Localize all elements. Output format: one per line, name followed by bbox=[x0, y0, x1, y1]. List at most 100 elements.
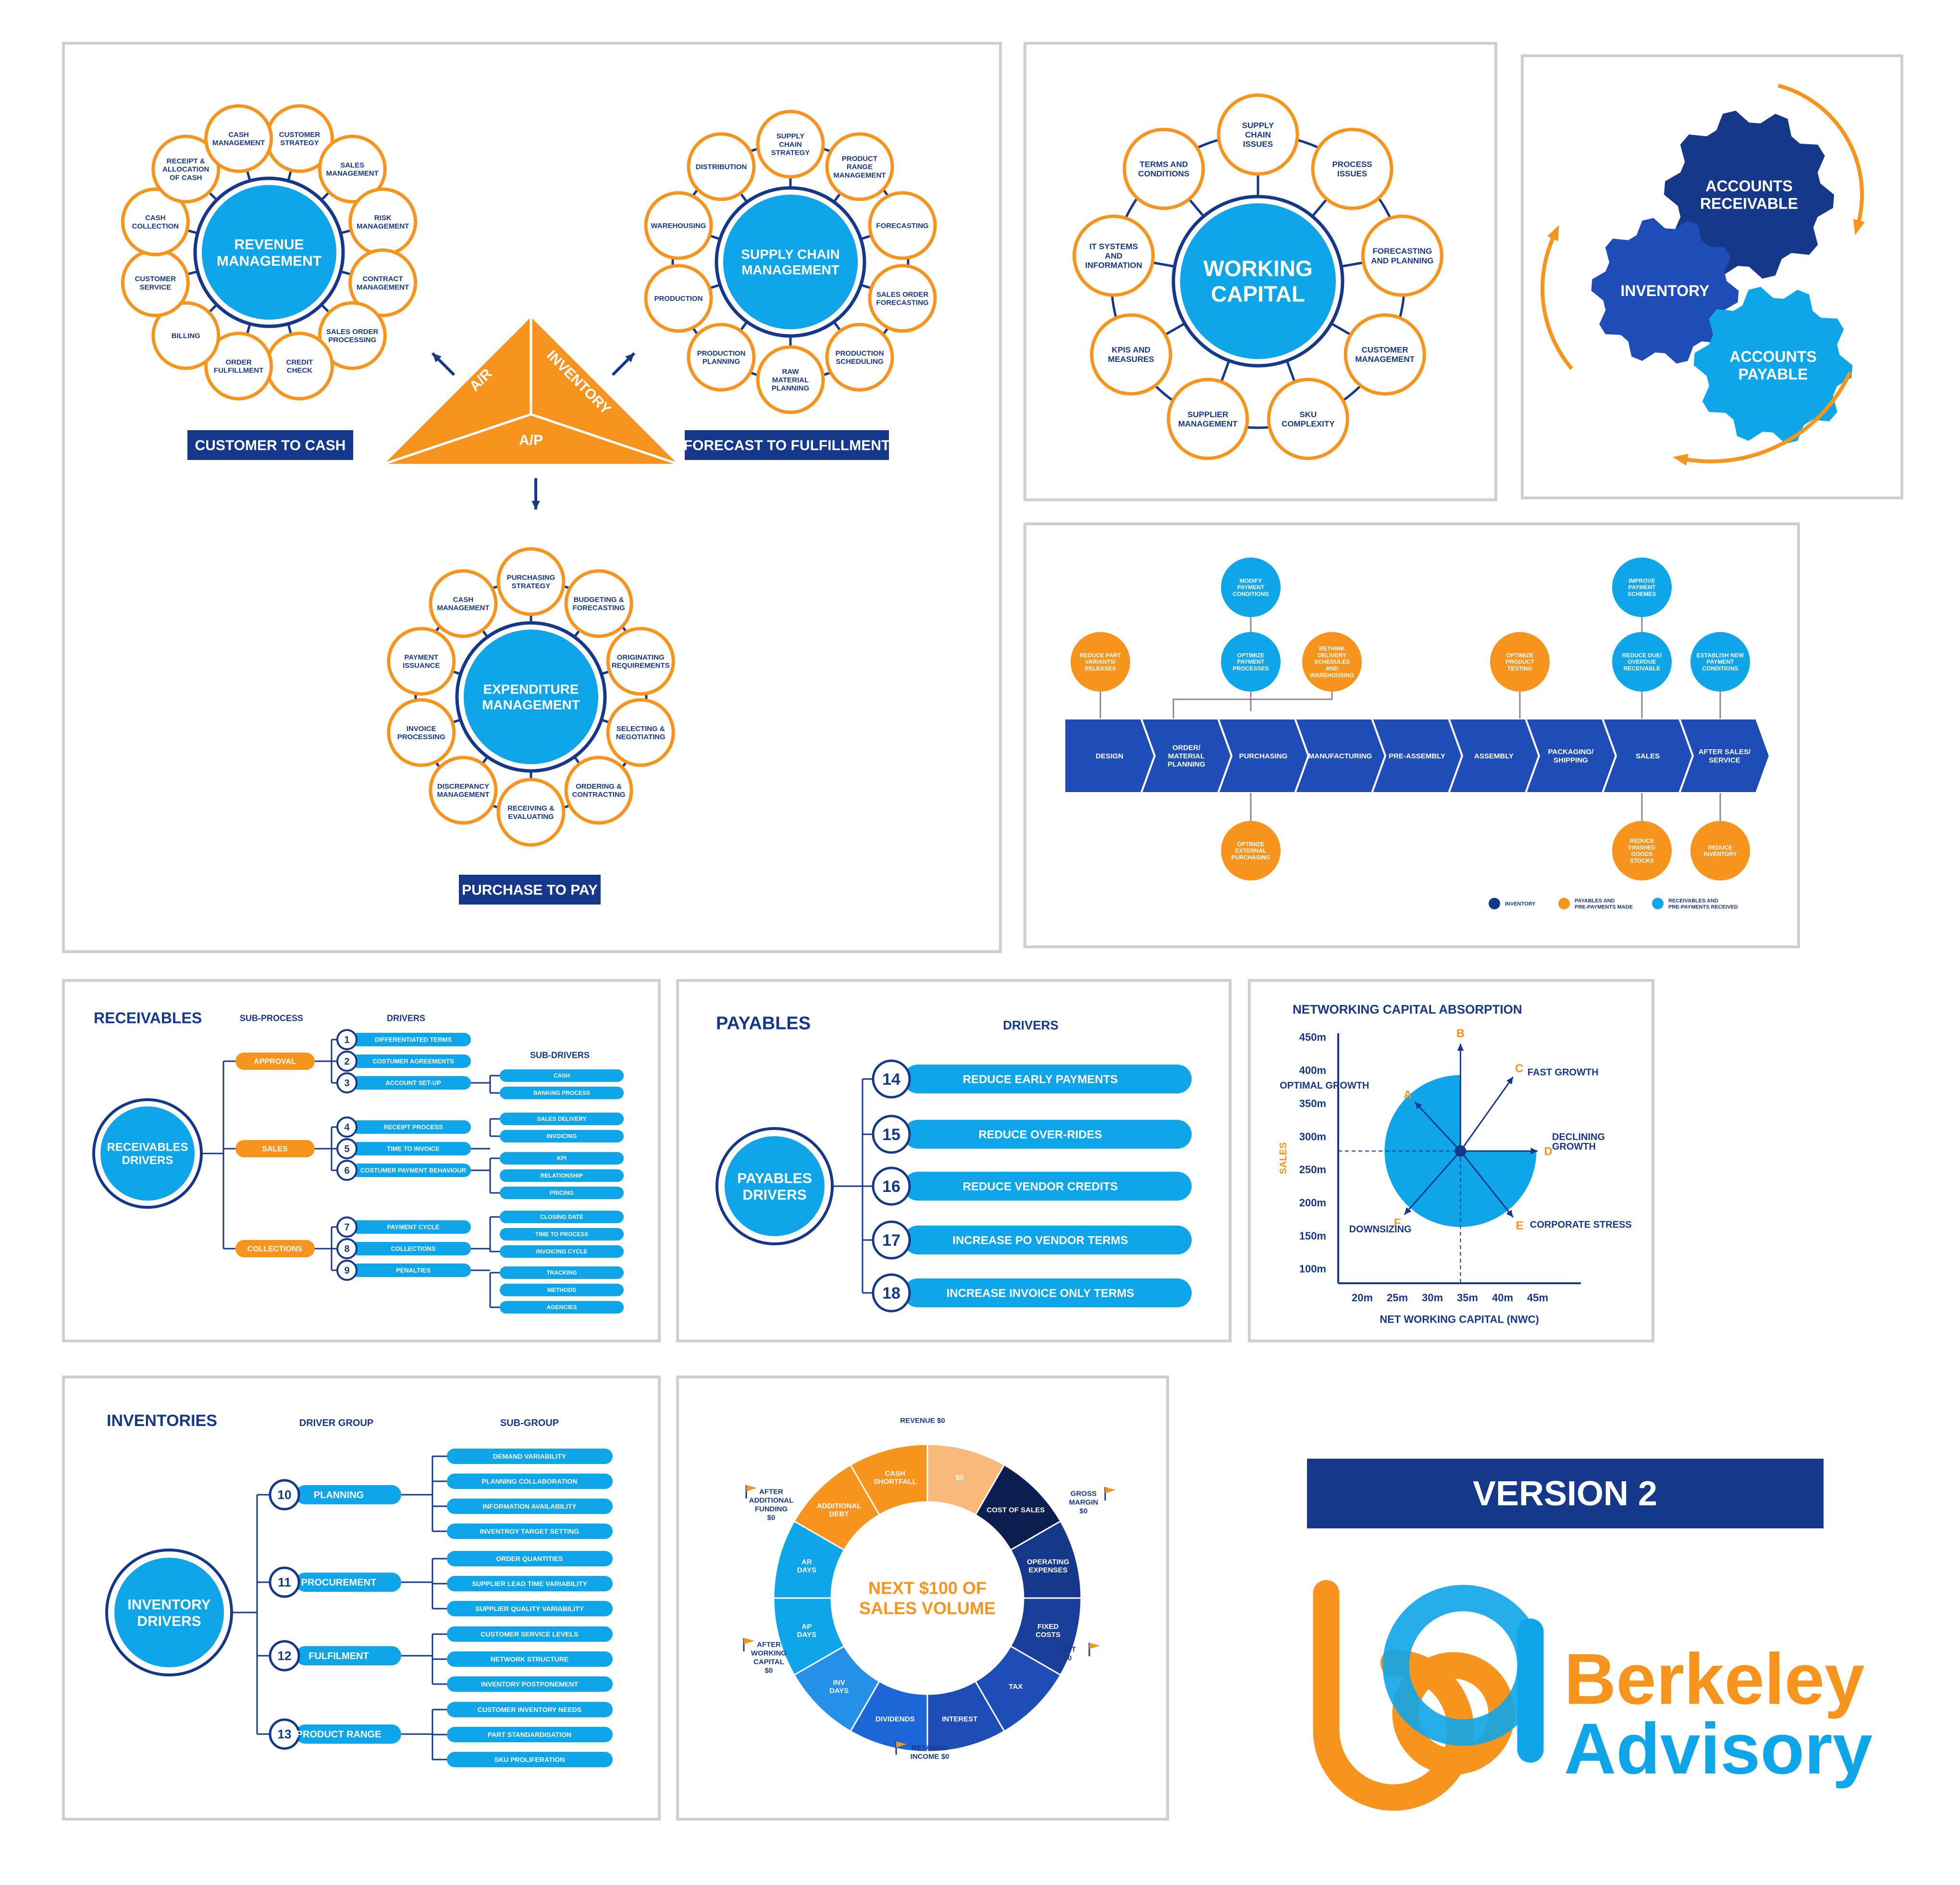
chart-title: NETWORKING CAPITAL ABSORPTION bbox=[1293, 1002, 1522, 1017]
sub-driver-bar bbox=[500, 1266, 624, 1279]
x-tick-label: 35m bbox=[1457, 1292, 1478, 1304]
driver-bar bbox=[351, 1120, 471, 1134]
petal-label-production: PRODUCTION bbox=[654, 295, 703, 303]
driver-number-badge bbox=[336, 1138, 357, 1159]
chart-vector-head bbox=[1530, 1147, 1538, 1154]
drivers-header: DRIVERS bbox=[387, 1013, 425, 1023]
sub-process-header: SUB-PROCESS bbox=[240, 1013, 303, 1023]
payables-number: 18 bbox=[882, 1284, 900, 1302]
chart-point-letter-e: E bbox=[1516, 1219, 1524, 1232]
gear-label-inventory: INVENTORY bbox=[1621, 282, 1710, 299]
driver-bar bbox=[351, 1242, 471, 1255]
driver-number: 4 bbox=[344, 1122, 350, 1133]
sub-driver-bar bbox=[500, 1113, 624, 1125]
y-tick-label: 450m bbox=[1299, 1031, 1326, 1043]
chart-vector-a bbox=[1414, 1101, 1461, 1152]
payables-driver-bar bbox=[903, 1278, 1192, 1307]
group-collections bbox=[235, 1240, 315, 1257]
driver-label: DIFFERENTIATED TERMS bbox=[375, 1036, 452, 1043]
x-tick-label: 30m bbox=[1422, 1292, 1443, 1304]
flag-icon bbox=[746, 1485, 757, 1491]
driver-bar bbox=[351, 1264, 471, 1277]
petal-label-selecting-negotiating: SELECTING &NEGOTIATING bbox=[616, 725, 666, 741]
donut-outer-label-ebit-0: EBIT$0 bbox=[1060, 1645, 1076, 1662]
driver-number-badge bbox=[336, 1160, 357, 1181]
inventory-sub-label: CUSTOMER SERVICE LEVELS bbox=[481, 1630, 578, 1638]
label-customer-to-cash: CUSTOMER TO CASH bbox=[195, 438, 346, 454]
chart-point-letter-c: C bbox=[1515, 1062, 1523, 1075]
petal-contract-management bbox=[348, 248, 418, 317]
driver-number-badge bbox=[336, 1260, 357, 1281]
y-tick-label: 100m bbox=[1299, 1263, 1326, 1275]
payables-driver-bar bbox=[903, 1226, 1192, 1254]
cycle-arrow-left bbox=[1541, 235, 1573, 370]
driver-label: COSTUMER AGREEMENTS bbox=[372, 1058, 454, 1065]
petal-order-fulfillment bbox=[204, 332, 273, 401]
gear-accounts-payable bbox=[1693, 286, 1853, 444]
chart-point-letter-f: F bbox=[1394, 1216, 1401, 1229]
group-sales bbox=[235, 1140, 315, 1157]
petal-process-issues bbox=[1311, 127, 1393, 210]
flag-icon bbox=[1089, 1643, 1100, 1649]
brand-line-2: Advisory bbox=[1564, 1708, 1873, 1789]
supply-chain-management-center bbox=[723, 195, 858, 329]
sub-driver-label: SALES DELIVERY bbox=[537, 1116, 587, 1122]
payables-number-badge bbox=[872, 1220, 911, 1260]
chart-point-letter-b: B bbox=[1456, 1027, 1465, 1040]
chart-point-label-c: FAST GROWTH bbox=[1528, 1067, 1599, 1078]
inventory-group-bar bbox=[296, 1573, 401, 1592]
chart-point-letter-d: D bbox=[1544, 1145, 1552, 1158]
revenue-management-center bbox=[202, 185, 336, 320]
x-tick-label: 40m bbox=[1492, 1292, 1513, 1304]
working-capital-center bbox=[1180, 203, 1336, 359]
version-banner bbox=[1307, 1459, 1824, 1528]
petal-raw-material-planning bbox=[756, 345, 825, 414]
y-tick-label: 400m bbox=[1299, 1065, 1326, 1077]
petal-forecasting-and-planning bbox=[1361, 214, 1443, 297]
bubble-reduce-due-overdue-receivable bbox=[1612, 632, 1672, 692]
sub-driver-bar bbox=[500, 1169, 624, 1182]
inventory-group-label: PROCUREMENT bbox=[301, 1577, 377, 1588]
inventory-sub-bar bbox=[447, 1499, 613, 1514]
sub-driver-bar bbox=[500, 1211, 624, 1223]
inventory-sub-label: INVENTROY TARGET SETTING bbox=[480, 1527, 579, 1535]
petal-customer-management bbox=[1344, 313, 1426, 396]
chevron-label-design: DESIGN bbox=[1096, 752, 1123, 760]
inventory-sub-bar bbox=[447, 1576, 613, 1591]
petal-label-billing: BILLING bbox=[172, 332, 200, 340]
driver-number: 3 bbox=[344, 1078, 349, 1089]
driver-number-badge bbox=[336, 1029, 357, 1050]
sub-driver-bar bbox=[500, 1245, 624, 1258]
petal-billing bbox=[151, 301, 221, 370]
x-tick-label: 45m bbox=[1527, 1292, 1548, 1304]
petal-product-range-management bbox=[825, 132, 894, 201]
petal-label-distribution: DISTRIBUTION bbox=[696, 163, 747, 171]
inventory-number-badge bbox=[269, 1640, 300, 1672]
connector-line bbox=[1172, 685, 1333, 719]
sub-driver-label: TIME TO PROCESS bbox=[535, 1231, 588, 1238]
legend-dot-receivables-and-pre-payments-received bbox=[1652, 898, 1664, 909]
